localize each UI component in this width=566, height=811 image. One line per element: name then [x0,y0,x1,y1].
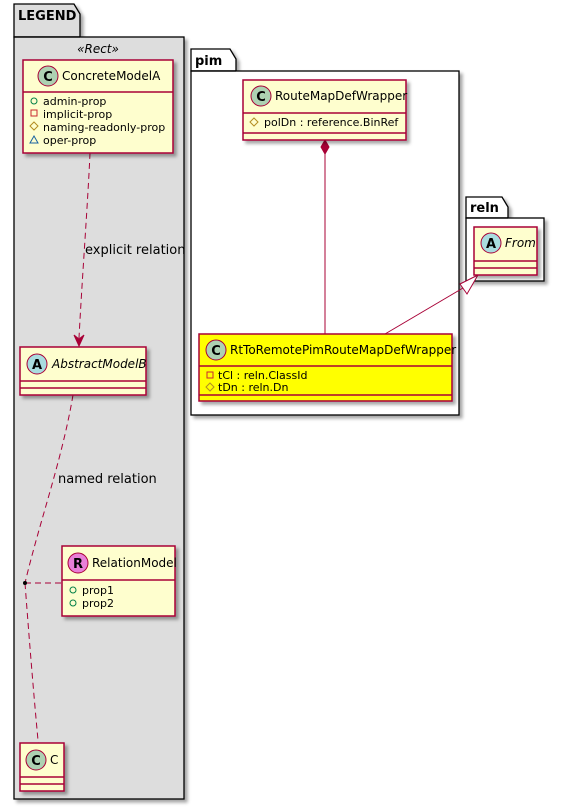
class-route-map-def-wrapper[interactable]: C RouteMapDefWrapper polDn : reference.B… [242,79,407,141]
class-name: RtToRemotePimRouteMapDefWrapper [230,343,456,357]
svg-text:C: C [43,70,53,85]
composition-diamond [320,138,330,156]
package-pim-name: pim [195,54,222,69]
member-t-cl: tCl : reln.ClassId [218,369,308,382]
class-c[interactable]: C C [19,742,65,792]
private-visibility-icon [30,109,38,117]
member-admin-prop: admin-prop [43,95,106,108]
class-name: AbstractModelB [51,357,147,371]
svg-text:A: A [486,237,496,252]
package-legend-name: LEGEND [18,9,77,24]
package-legend-stereotype: «Rect» [77,42,119,56]
member-pol-dn: polDn : reference.BinRef [264,116,399,129]
svg-text:A: A [32,358,42,373]
private-visibility-icon [206,371,214,379]
class-abstract-model-b[interactable]: A AbstractModelB [19,346,147,396]
inheritance-line [384,287,464,335]
abstract-glyph-icon [26,353,48,375]
protected-visibility-icon [29,121,39,131]
class-name: ConcreteModelA [62,69,161,83]
class-relation-model[interactable]: R RelationModel prop1 prop2 [61,545,177,617]
relationships: explicit relation named relation [23,138,480,771]
class-glyph-icon [205,339,227,361]
package-visibility-icon [29,134,39,144]
class-name: RelationModel [92,556,177,570]
abstract-glyph-icon [480,232,502,254]
public-visibility-icon [69,599,77,607]
explicit-relation-arrowhead [73,334,85,348]
named-relation-label: named relation [58,472,157,487]
named-relation-line-upper [24,394,74,584]
svg-text:C: C [31,754,41,769]
explicit-relation-label: explicit relation [85,243,185,258]
class-name: RouteMapDefWrapper [275,89,407,103]
association-point [23,581,27,585]
package-reln-name: reln [470,201,499,216]
public-visibility-icon [30,97,38,105]
member-prop2: prop2 [82,597,114,610]
svg-text:R: R [73,557,83,572]
member-naming-readonly-prop: naming-readonly-prop [43,121,165,134]
member-prop1: prop1 [82,584,114,597]
svg-text:C: C [211,344,221,359]
class-rt-to-remote-pim-route-map-def-wrapper[interactable]: C RtToRemotePimRouteMapDefWrapper tCl : … [198,333,456,402]
explicit-relation-line [78,152,91,339]
protected-visibility-icon [249,117,259,127]
class-name: C [50,753,58,767]
named-relation-line-lower [24,582,41,762]
member-implicit-prop: implicit-prop [43,108,112,121]
class-name: From [505,236,536,250]
package-legend: LEGEND «Rect» [13,3,185,800]
relation-glyph-icon [67,552,89,574]
class-glyph-icon [25,749,47,771]
class-glyph-icon [37,65,59,87]
class-from[interactable]: A From [473,226,538,276]
member-t-dn: tDn : reln.Dn [218,381,288,394]
class-concrete-model-a[interactable]: C ConcreteModelA admin-prop implicit-pro… [22,59,174,154]
public-visibility-icon [69,586,77,594]
inheritance-triangle [459,273,480,295]
member-oper-prop: oper-prop [43,134,96,147]
protected-visibility-icon [205,382,215,392]
class-glyph-icon [250,85,272,107]
svg-text:C: C [256,90,266,105]
